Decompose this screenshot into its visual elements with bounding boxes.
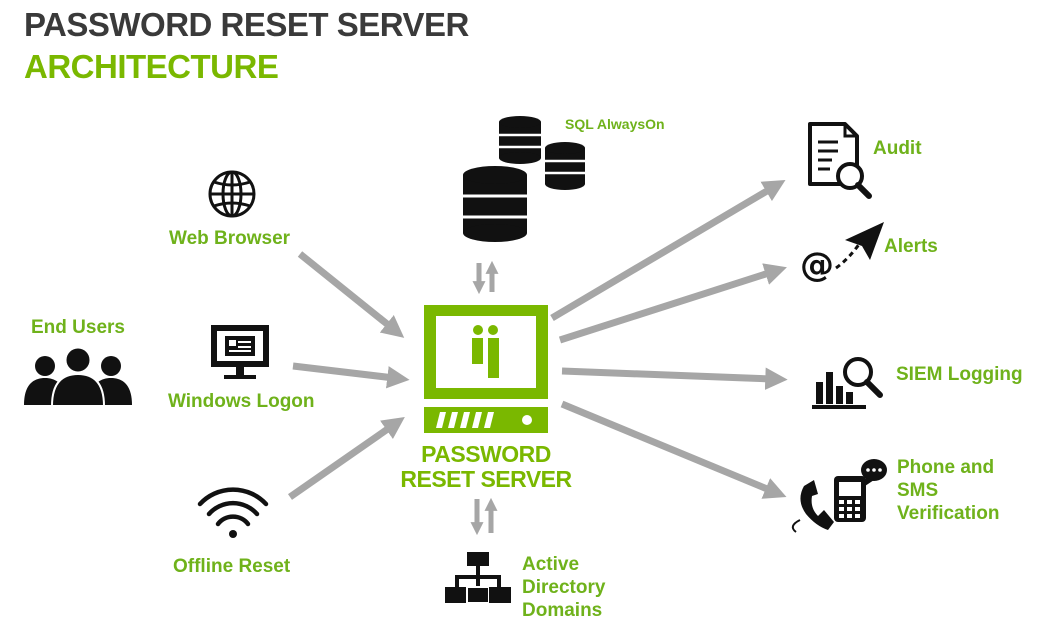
server-label-line1: PASSWORD <box>421 441 551 467</box>
end-users-label: End Users <box>31 317 125 338</box>
database-icon <box>463 116 585 242</box>
globe-icon <box>208 170 256 218</box>
arrow-offline-to-server <box>288 417 405 500</box>
users-icon <box>24 346 132 407</box>
server-icon <box>424 305 548 433</box>
arrow-sql-bidirectional <box>472 260 499 295</box>
arrow-server-to-siem <box>561 367 788 390</box>
wifi-icon <box>197 487 269 538</box>
arrow-server-to-audit <box>550 180 786 322</box>
siem-logging-label: SIEM Logging <box>896 364 1023 385</box>
arrow-server-to-alerts <box>558 263 787 344</box>
offline-reset-label: Offline Reset <box>173 556 291 577</box>
active-directory-label: Active Directory Domains <box>522 554 606 621</box>
audit-label: Audit <box>873 138 922 159</box>
server-label: PASSWORD RESET SERVER <box>396 442 576 492</box>
svg-text:@: @ <box>800 245 834 285</box>
server-label-line2: RESET SERVER <box>400 466 572 492</box>
sql-alwayson-label: SQL AlwaysOn <box>565 116 665 132</box>
monitor-icon <box>211 325 269 379</box>
arrow-windows-to-server <box>292 362 410 389</box>
arrow-web-to-server <box>297 251 405 338</box>
alerts-label: Alerts <box>884 236 938 257</box>
phone-sms-label: Phone and SMS Verification <box>897 457 1000 524</box>
email-send-icon: @ <box>800 222 884 285</box>
phone-sms-icon <box>791 459 887 533</box>
chart-search-icon <box>812 357 883 409</box>
org-chart-icon <box>445 552 511 604</box>
page-title: PASSWORD RESET SERVER <box>24 6 469 43</box>
windows-logon-label: Windows Logon <box>168 391 315 412</box>
web-browser-label: Web Browser <box>169 228 291 249</box>
page-subtitle: ARCHITECTURE <box>24 48 279 85</box>
document-search-icon <box>808 122 872 199</box>
arrow-server-to-phone <box>560 400 787 499</box>
arrow-ad-bidirectional <box>470 497 498 536</box>
